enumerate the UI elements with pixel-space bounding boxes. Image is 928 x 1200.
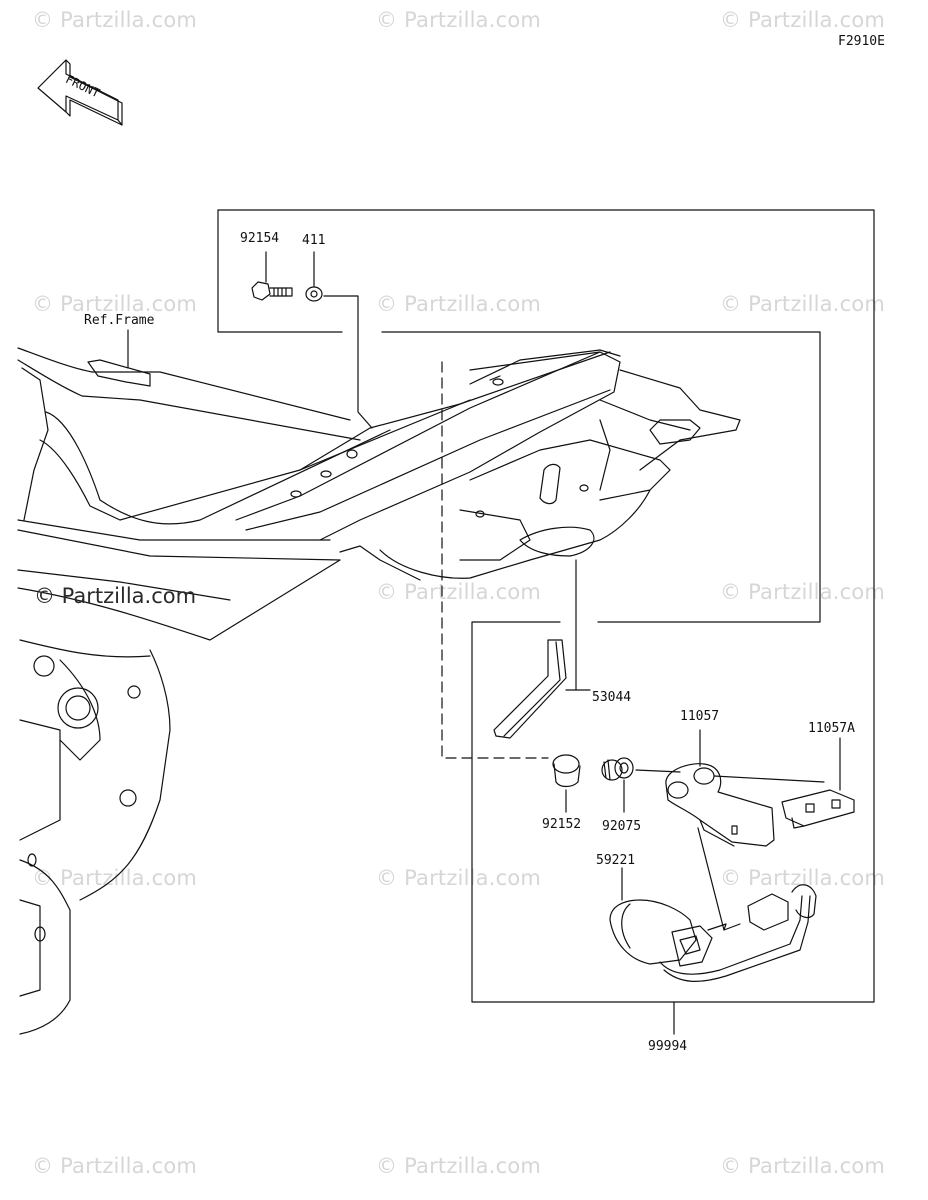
watermark: © Partzilla.com [376, 292, 542, 316]
wire-harness-icon [609, 827, 817, 982]
part-label-92075[interactable]: 92075 [602, 819, 642, 834]
figure-code: F2910E [838, 34, 885, 49]
bracket-icon [665, 729, 825, 847]
centerline [441, 361, 549, 759]
part-label-99994[interactable]: 99994 [648, 1039, 688, 1054]
clamp-icon [781, 737, 855, 829]
watermark-dark: © Partzilla.com [34, 584, 197, 608]
part-label-11057A[interactable]: 11057A [808, 721, 855, 736]
watermark: © Partzilla.com [32, 1154, 198, 1178]
watermark: © Partzilla.com [376, 866, 542, 890]
part-label-11057[interactable]: 11057 [680, 709, 720, 724]
bolt-icon [251, 251, 293, 301]
watermark: © Partzilla.com [32, 8, 198, 32]
watermark: © Partzilla.com [720, 866, 886, 890]
ref-frame-label: Ref.Frame [84, 313, 155, 328]
watermark: © Partzilla.com [720, 580, 886, 604]
watermark: © Partzilla.com [376, 580, 542, 604]
assembly-boundary [217, 209, 875, 1003]
part-label-53044[interactable]: 53044 [592, 690, 632, 705]
part-label-92152[interactable]: 92152 [542, 817, 582, 832]
watermark: © Partzilla.com [376, 1154, 542, 1178]
watermark: © Partzilla.com [376, 8, 542, 32]
watermark: © Partzilla.com [720, 292, 886, 316]
rear-frame-drawing [17, 347, 741, 1035]
part-label-92154[interactable]: 92154 [240, 231, 280, 246]
part-label-59221[interactable]: 59221 [596, 853, 636, 868]
front-arrow-icon: FRONT [37, 59, 123, 126]
grommet-icon [601, 757, 681, 813]
watermark: © Partzilla.com [720, 1154, 886, 1178]
part-label-411[interactable]: 411 [302, 233, 326, 248]
washer-icon [305, 251, 373, 429]
watermark: © Partzilla.com [720, 8, 886, 32]
collar-icon [552, 754, 581, 813]
rubber-strip-icon [493, 559, 591, 739]
watermark: © Partzilla.com [32, 292, 198, 316]
